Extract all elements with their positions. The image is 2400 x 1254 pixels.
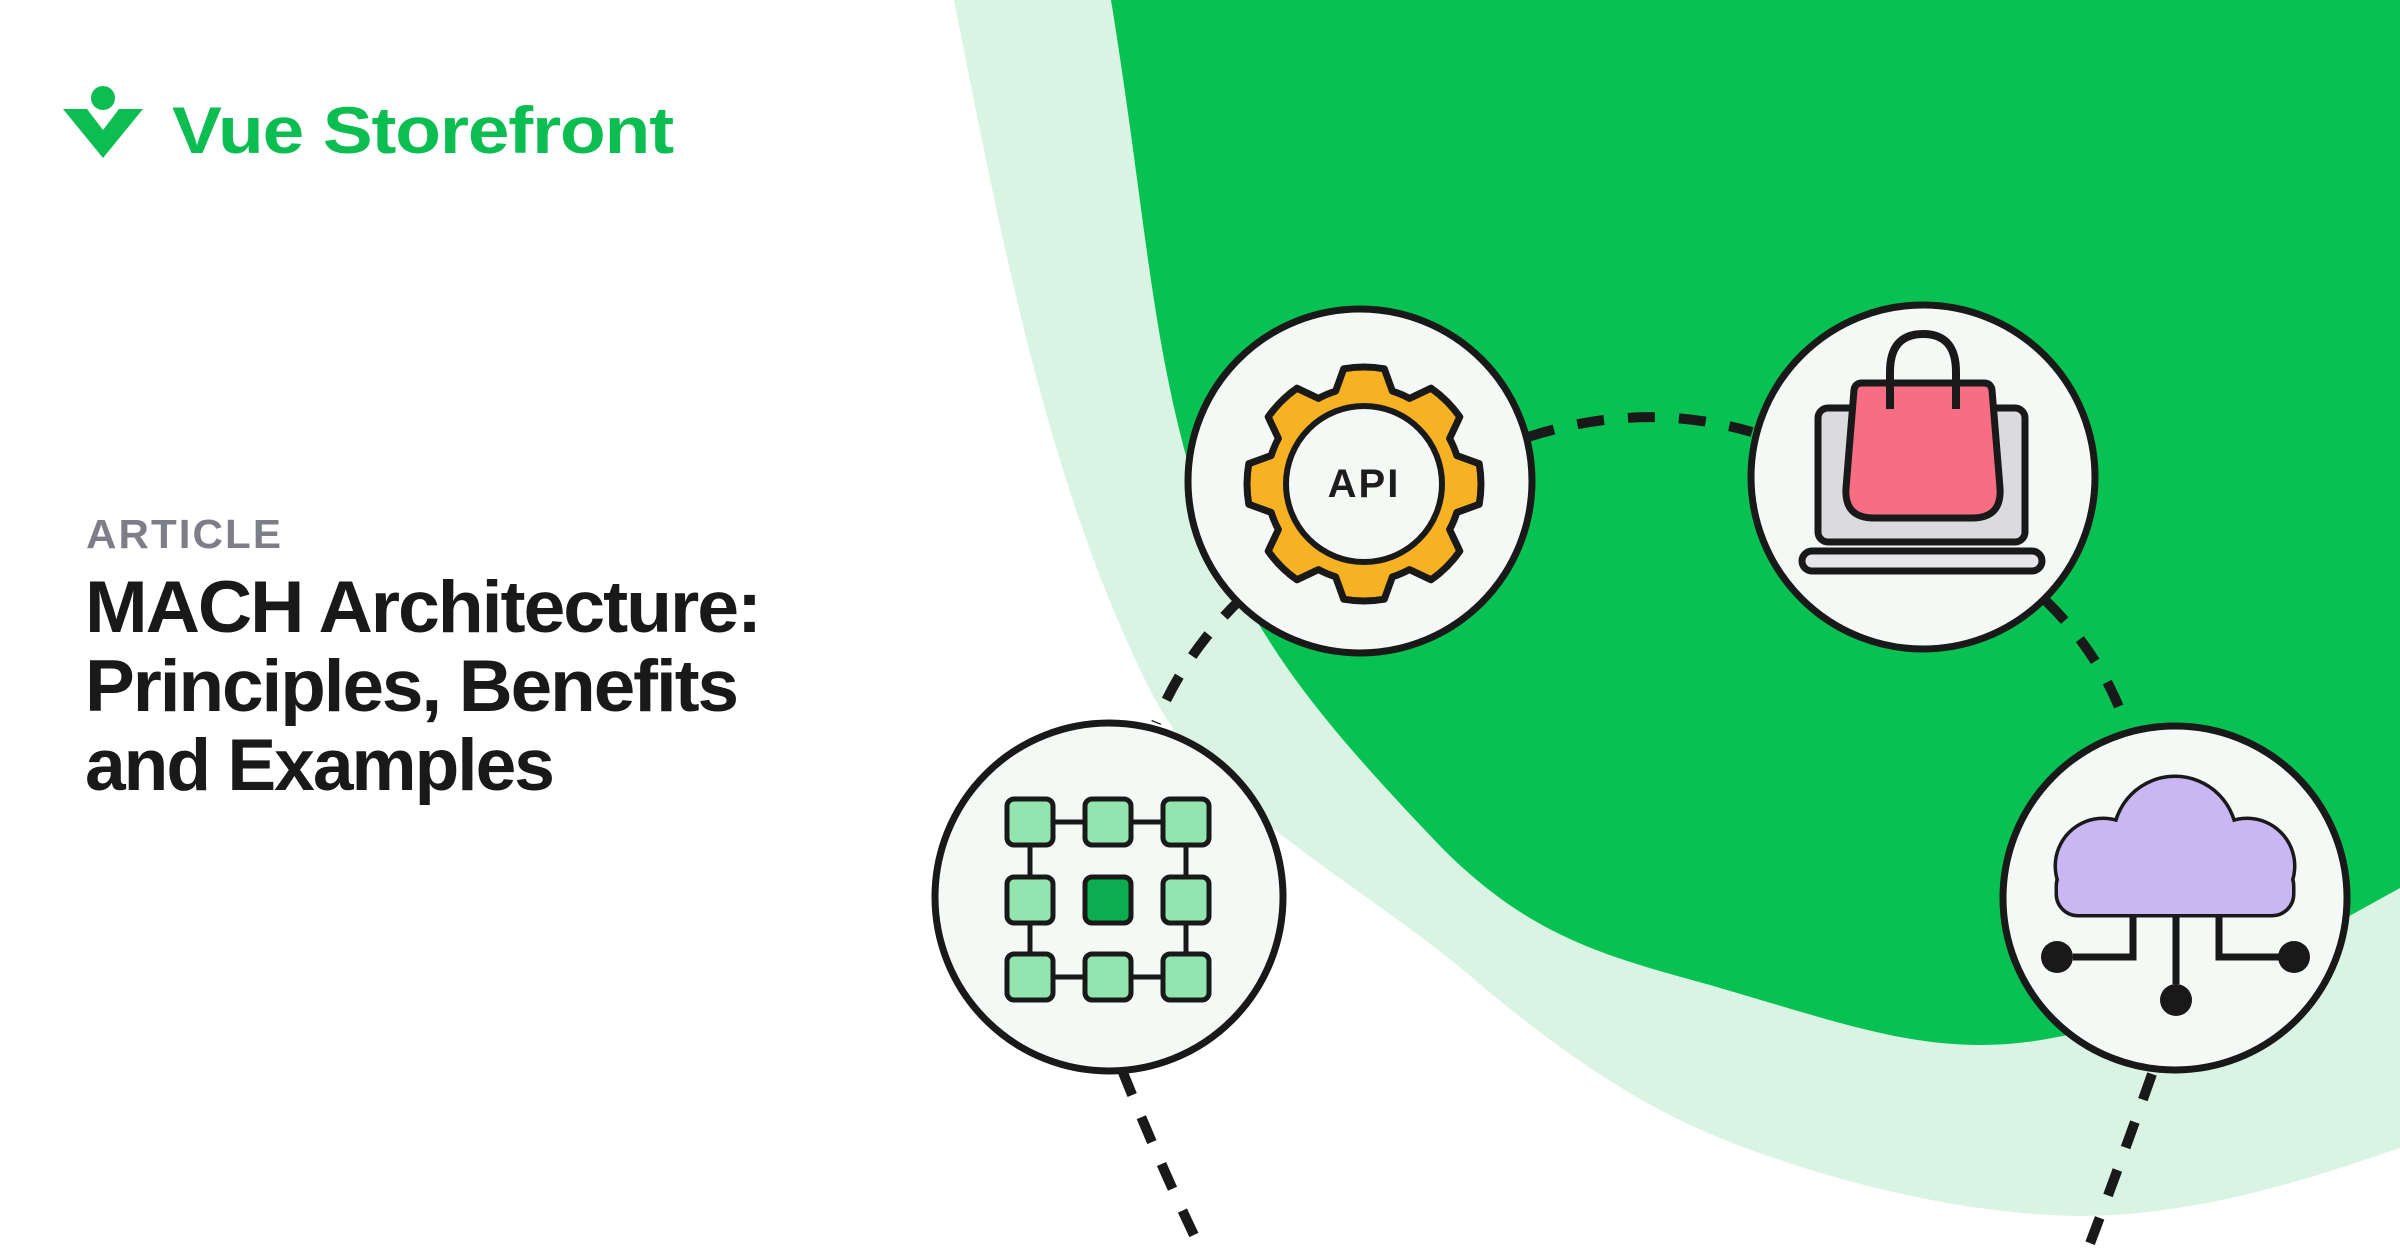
article-eyebrow: ARTICLE bbox=[86, 511, 283, 557]
v-check-icon bbox=[63, 86, 143, 158]
connector-laptop-cloud bbox=[2042, 597, 2132, 730]
connector-cloud-bottom bbox=[2081, 1072, 2157, 1254]
gear-icon: API bbox=[1243, 363, 1485, 605]
connector-api-microservices bbox=[1151, 593, 1247, 725]
vue-storefront-logo: Vue Storefront bbox=[63, 86, 675, 167]
dashed-connectors bbox=[1117, 412, 2157, 1254]
article-title-line-1: MACH Architecture: bbox=[85, 567, 760, 648]
connector-api-laptop bbox=[1526, 412, 1754, 442]
article-title-line-3: and Examples bbox=[85, 725, 553, 806]
article-title-line-2: Principles, Benefits bbox=[85, 646, 737, 727]
microservices-grid-icon bbox=[1004, 796, 1212, 1003]
brand-name: Vue Storefront bbox=[172, 93, 674, 167]
laptop-shopping-bag-icon bbox=[1798, 329, 2046, 575]
cloud-network-icon bbox=[2041, 774, 2310, 1016]
connector-microservices-bottom bbox=[1117, 1068, 1208, 1254]
api-badge: API bbox=[1328, 462, 1401, 506]
